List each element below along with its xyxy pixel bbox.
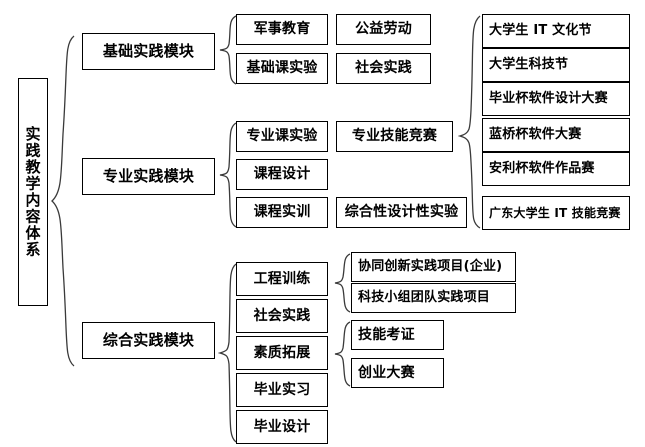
comprehensive-item-box-quality-development: 素质拓展 (236, 336, 328, 370)
project-box-tech-group-team-practice: 科技小组团队实践项目 (351, 283, 516, 313)
quality-label-0: 技能考证 (358, 326, 415, 343)
competition-box-science-tech-festival: 大学生科技节 (482, 48, 630, 82)
project-box-collaborative-innovation: 协同创新实践项目(企业) (351, 252, 516, 282)
project-label-1: 科技小组团队实践项目 (358, 290, 491, 306)
comprehensive-item-label-1: 社会实践 (253, 307, 311, 324)
comprehensive-item-label-0: 工程训练 (253, 270, 311, 287)
brace-comprehensive-to-items (218, 263, 237, 443)
module-box-professional: 专业实践模块 (82, 158, 215, 195)
brace-quality-to-items (334, 321, 351, 387)
comprehensive-item-label-4: 毕业设计 (253, 418, 311, 435)
professional-item-box-major-course-experiment: 专业课实验 (236, 121, 328, 152)
competition-box-it-culture-festival: 大学生 IT 文化节 (482, 14, 630, 48)
basic-item-box-social-practice: 社会实践 (336, 53, 431, 84)
root-node-label: 实践教学内容体系 (23, 126, 42, 258)
comprehensive-item-box-graduation-design: 毕业设计 (236, 410, 328, 444)
competition-label-4: 安利杯软件作品赛 (489, 161, 595, 177)
basic-item-label-1: 基础课实验 (246, 60, 318, 77)
professional-right-box-skill-competition: 专业技能竞赛 (336, 121, 453, 152)
brace-basic-to-items (219, 15, 237, 85)
comprehensive-item-label-3: 毕业实习 (253, 381, 311, 398)
professional-right-label-1: 综合性设计性实验 (344, 204, 459, 221)
professional-item-label-0: 专业课实验 (246, 128, 318, 145)
professional-right-label-0: 专业技能竞赛 (351, 128, 438, 145)
basic-item-box-basic-course-experiment: 基础课实验 (236, 53, 328, 84)
competition-box-graduation-cup-software-design: 毕业杯软件设计大赛 (482, 82, 630, 116)
professional-right-box-comprehensive-design-experiment: 综合性设计性实验 (336, 197, 467, 228)
competition-box-guangdong-it-skill-competition: 广东大学生 IT 技能竞赛 (482, 196, 630, 230)
competition-label-1: 大学生科技节 (489, 57, 569, 73)
competition-label-3: 蓝桥杯软件大赛 (489, 127, 582, 143)
professional-item-box-course-training: 课程实训 (236, 197, 328, 228)
basic-item-label-2: 公益劳动 (355, 21, 412, 38)
comprehensive-item-box-social-practice: 社会实践 (236, 299, 328, 333)
module-box-basic: 基础实践模块 (82, 33, 215, 70)
root-node-practice-teaching-system: 实践教学内容体系 (18, 78, 48, 306)
comprehensive-item-box-graduation-internship: 毕业实习 (236, 373, 328, 407)
brace-professional-to-items (219, 122, 237, 228)
professional-item-box-course-design: 课程设计 (236, 159, 328, 190)
project-label-0: 协同创新实践项目(企业) (358, 259, 503, 275)
brace-engineering-to-projects (334, 253, 351, 313)
competition-box-anli-cup-software-works: 安利杯软件作品赛 (482, 152, 630, 186)
quality-box-skill-certification: 技能考证 (351, 320, 444, 350)
quality-box-entrepreneurship-competition: 创业大赛 (351, 358, 444, 388)
competition-label-2: 毕业杯软件设计大赛 (489, 91, 608, 107)
competition-label-0: 大学生 IT 文化节 (489, 23, 592, 39)
basic-item-label-3: 社会实践 (355, 60, 412, 77)
professional-item-label-1: 课程设计 (253, 166, 311, 183)
basic-item-label-0: 军事教育 (253, 21, 311, 38)
brace-root-to-modules (51, 35, 75, 367)
quality-label-1: 创业大赛 (358, 364, 415, 381)
module-label-basic: 基础实践模块 (102, 41, 195, 60)
competition-box-lanqiao-cup-software: 蓝桥杯软件大赛 (482, 118, 630, 152)
basic-item-box-public-welfare-labor: 公益劳动 (336, 14, 431, 45)
module-label-comprehensive: 综合实践模块 (102, 330, 195, 349)
module-box-comprehensive: 综合实践模块 (82, 322, 215, 359)
competition-label-5: 广东大学生 IT 技能竞赛 (489, 205, 621, 220)
comprehensive-item-box-engineering-training: 工程训练 (236, 262, 328, 296)
comprehensive-item-label-2: 素质拓展 (253, 344, 311, 361)
professional-item-label-2: 课程实训 (253, 204, 311, 221)
module-label-professional: 专业实践模块 (102, 166, 195, 185)
basic-item-box-military-education: 军事教育 (236, 14, 328, 45)
